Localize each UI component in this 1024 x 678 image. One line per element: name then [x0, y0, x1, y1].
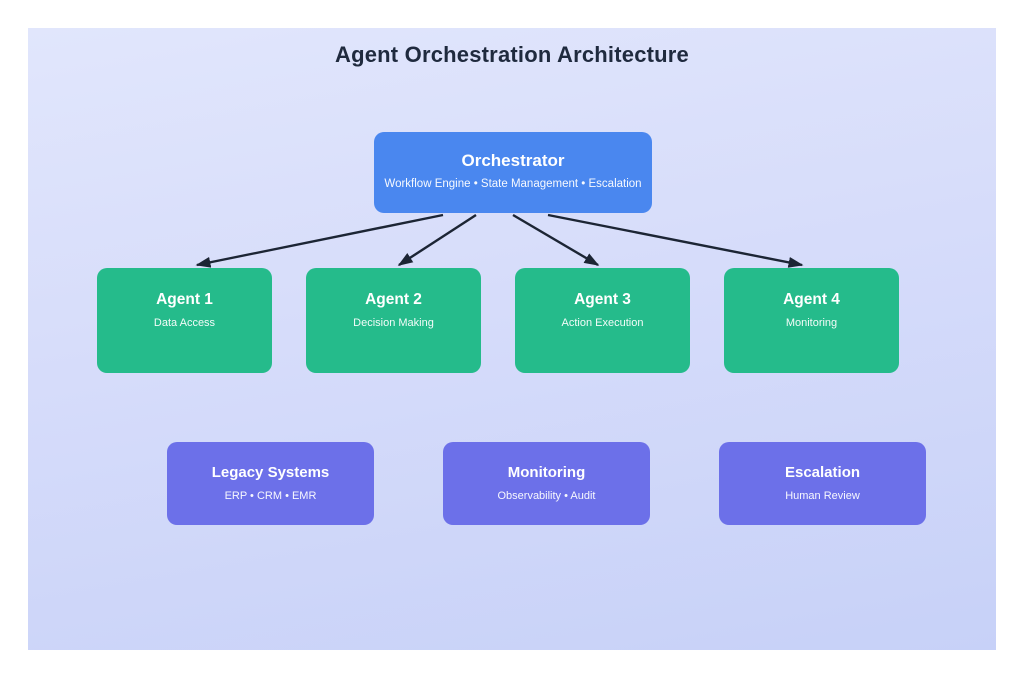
agent-2-subtitle: Decision Making: [353, 317, 434, 329]
orchestrator-title: Orchestrator: [461, 151, 565, 170]
orchestrator-subtitle: Workflow Engine • State Management • Esc…: [384, 178, 642, 190]
diagram-title: Agent Orchestration Architecture: [335, 42, 689, 67]
agent-3-subtitle: Action Execution: [561, 317, 644, 329]
node-agent-4: Agent 4 Monitoring: [724, 268, 899, 373]
node-agent-3: Agent 3 Action Execution: [515, 268, 690, 373]
escalation-subtitle: Human Review: [785, 490, 860, 502]
agent-3-title: Agent 3: [574, 291, 631, 308]
monitoring-subtitle: Observability • Audit: [497, 490, 596, 502]
escalation-title: Escalation: [784, 464, 861, 481]
node-monitoring: Monitoring Observability • Audit: [443, 442, 650, 525]
agent-1-subtitle: Data Access: [153, 317, 216, 329]
monitoring-title: Monitoring: [507, 464, 586, 481]
node-escalation: Escalation Human Review: [719, 442, 926, 525]
agent-4-subtitle: Monitoring: [785, 317, 838, 329]
node-legacy-systems: Legacy Systems ERP • CRM • EMR: [167, 442, 374, 525]
agent-2-title: Agent 2: [365, 291, 422, 308]
legacy-systems-subtitle: ERP • CRM • EMR: [224, 490, 317, 502]
node-agent-1: Agent 1 Data Access: [97, 268, 272, 373]
agent-4-title: Agent 4: [783, 291, 840, 308]
node-orchestrator: Orchestrator Workflow Engine • State Man…: [374, 132, 652, 213]
node-agent-2: Agent 2 Decision Making: [306, 268, 481, 373]
agent-1-title: Agent 1: [156, 291, 213, 308]
legacy-systems-title: Legacy Systems: [211, 464, 330, 481]
